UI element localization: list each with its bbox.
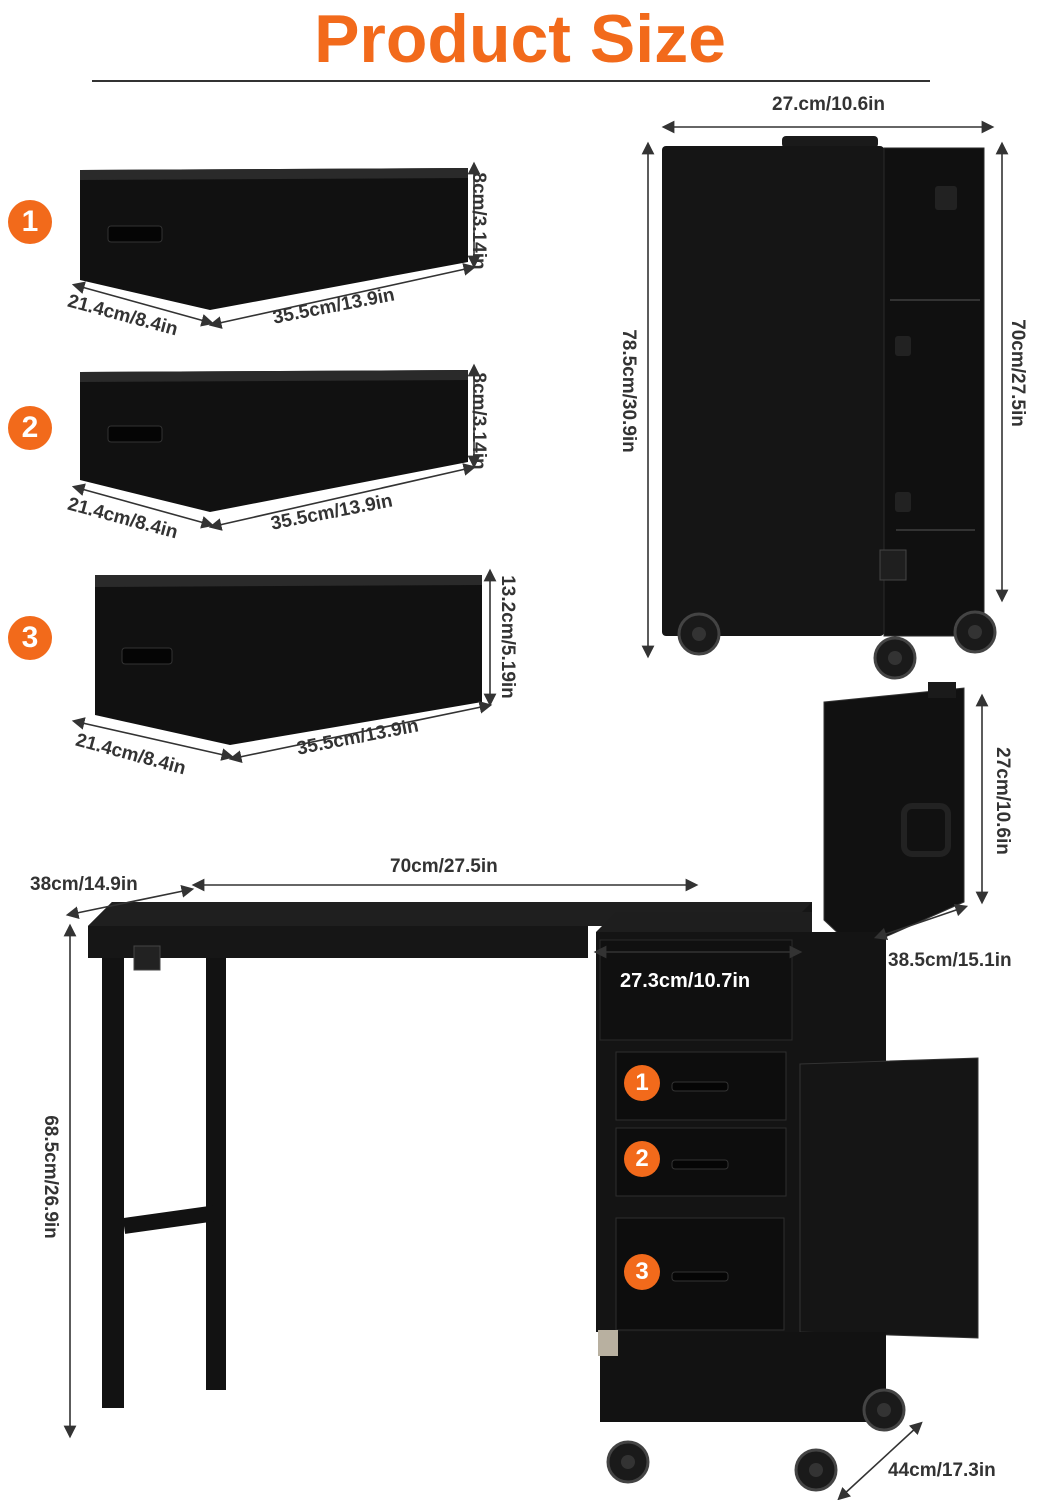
- base-depth-label: 44cm/17.3in: [888, 1460, 996, 1481]
- drawer-1-badge: 1: [8, 200, 52, 244]
- case-body-height-label: 70cm/27.5in: [1007, 319, 1028, 427]
- open-desk-image: [88, 682, 979, 1492]
- side-depth-label: 38.5cm/15.1in: [888, 950, 1012, 971]
- drawer-3-badge: 3: [8, 616, 52, 660]
- title-divider: [92, 80, 930, 82]
- drawer-2-badge: 2: [8, 406, 52, 450]
- table-depth-label: 38cm/14.9in: [30, 874, 138, 895]
- drawer-2-height-label: 8cm/3.14in: [468, 372, 489, 470]
- cabinet-drawer-2-badge: 2: [624, 1141, 660, 1177]
- cabinet-drawer-1-badge: 1: [624, 1065, 660, 1101]
- case-dimension-lines: [641, 120, 1009, 659]
- table-length-label: 70cm/27.5in: [390, 856, 498, 877]
- case-width-label: 27.cm/10.6in: [772, 94, 886, 115]
- drawer-2-image: [80, 370, 468, 512]
- drawer-3-height-label: 13.2cm/5.19in: [497, 575, 518, 699]
- drawer-1-image: [80, 168, 468, 310]
- desk-dimension-lines: [63, 693, 989, 1500]
- page-title: Product Size: [314, 1, 726, 77]
- closed-case-image: [662, 136, 997, 680]
- top-width-label: 27.3cm/10.7in: [620, 970, 751, 992]
- leg-height-label: 68.5cm/26.9in: [40, 1115, 61, 1239]
- drawer-dimension-lines: [71, 161, 497, 763]
- lid-height-label: 27cm/10.6in: [992, 747, 1013, 855]
- case-total-height-label: 78.5cm/30.9in: [618, 329, 639, 453]
- cabinet-drawer-3-badge: 3: [624, 1254, 660, 1290]
- drawer-1-height-label: 8cm/3.14in: [468, 172, 489, 270]
